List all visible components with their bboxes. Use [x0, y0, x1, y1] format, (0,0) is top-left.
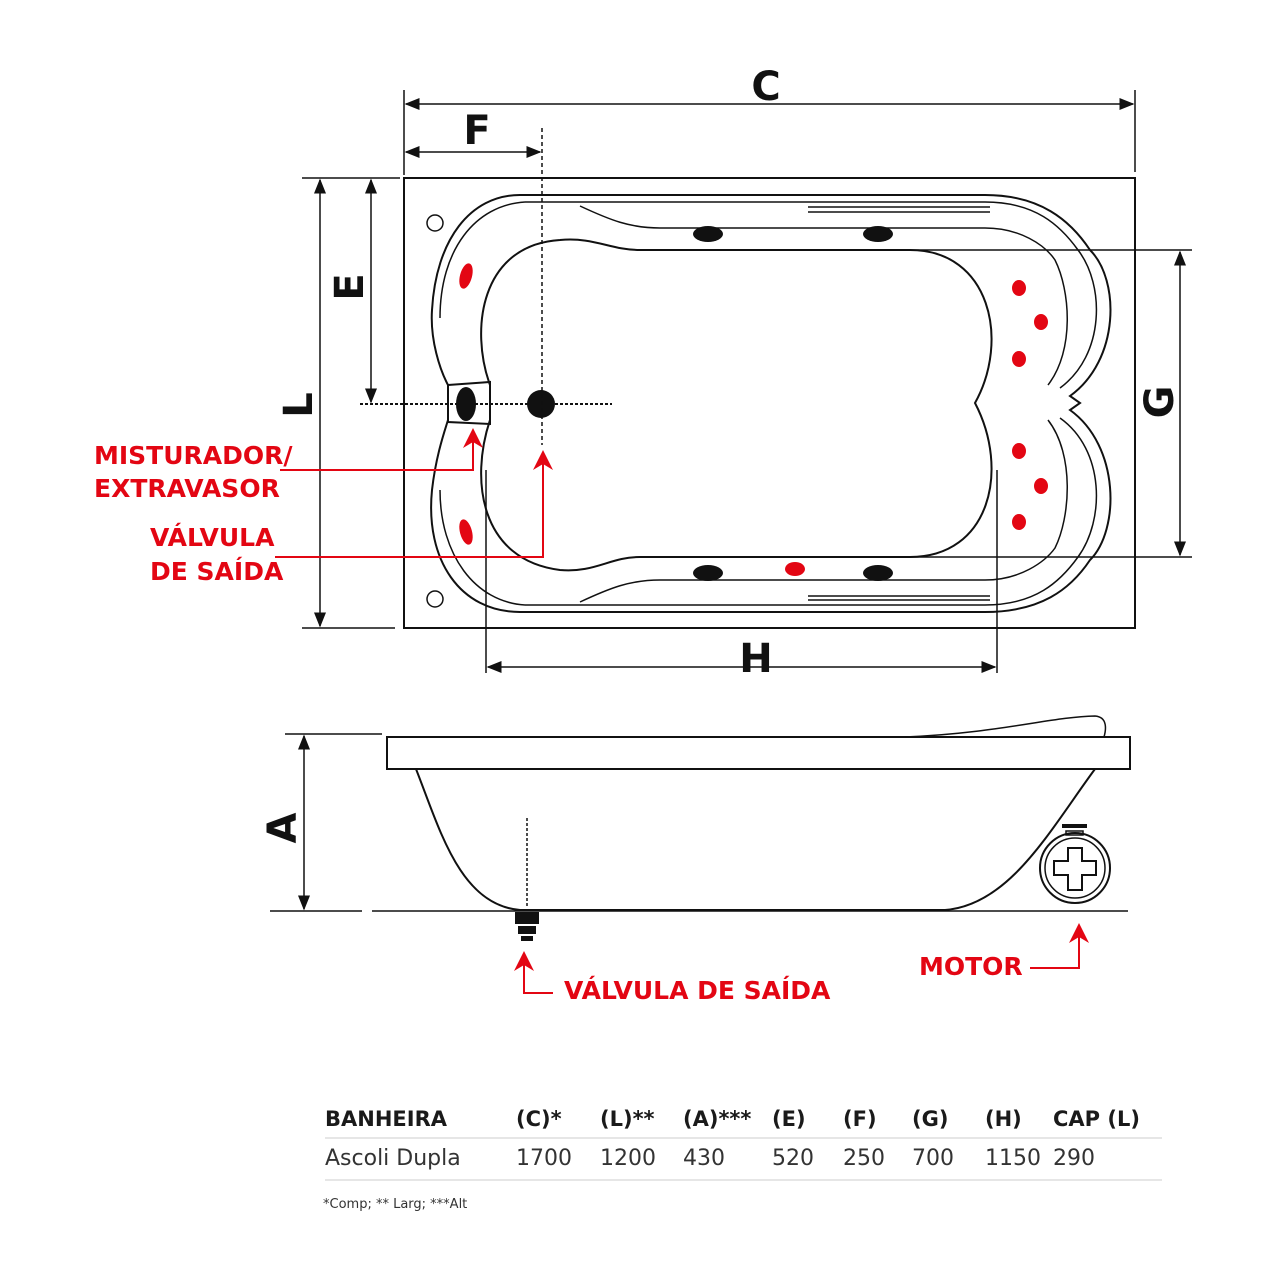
- header-banheira: BANHEIRA: [325, 1107, 448, 1131]
- header-c: (C)*: [516, 1107, 562, 1131]
- header-f: (F): [843, 1107, 877, 1131]
- red-jets: [459, 263, 1048, 576]
- cell-a: 430: [683, 1146, 725, 1171]
- callouts: [275, 428, 1089, 994]
- dimension-h: H: [739, 636, 772, 682]
- cell-f: 250: [843, 1146, 885, 1171]
- cell-l: 1200: [600, 1146, 656, 1171]
- label-valvula-side: VÁLVULA DE SAÍDA: [564, 976, 831, 1005]
- label-motor: MOTOR: [919, 952, 1023, 981]
- table-footnote: *Comp; ** Larg; ***Alt: [323, 1197, 467, 1212]
- cell-model: Ascoli Dupla: [325, 1146, 461, 1171]
- dimension-e: E: [327, 273, 373, 300]
- header-g: (G): [912, 1107, 948, 1131]
- cell-c: 1700: [516, 1146, 572, 1171]
- label-misturador: MISTURADOR/: [94, 441, 293, 470]
- side-view: [270, 715, 1131, 941]
- deck-outline: [403, 177, 1136, 629]
- cell-cap: 290: [1053, 1146, 1095, 1171]
- header-e: (E): [772, 1107, 806, 1131]
- cell-e: 520: [772, 1146, 814, 1171]
- mixer-overflow: [447, 380, 491, 426]
- header-a: (A)***: [683, 1107, 751, 1131]
- label-extravasor: EXTRAVASOR: [94, 474, 280, 503]
- header-l: (L)**: [600, 1107, 655, 1131]
- dimension-lines: [285, 90, 1186, 911]
- mounting-hole: [426, 590, 444, 608]
- dimension-a: A: [260, 812, 306, 843]
- tub-outer-rim: [430, 194, 1112, 613]
- dimension-f: F: [463, 108, 490, 154]
- black-jets: [693, 226, 893, 581]
- spec-table: BANHEIRA (C)* (L)** (A)*** (E) (F) (G) (…: [323, 1107, 1162, 1212]
- top-view: [360, 128, 1192, 673]
- dimension-c: C: [751, 64, 780, 110]
- tub-basin: [480, 238, 993, 572]
- mounting-hole: [426, 214, 444, 232]
- motor-icon: [1039, 824, 1111, 904]
- label-valvula: VÁLVULA: [150, 523, 275, 552]
- header-cap: CAP (L): [1053, 1107, 1140, 1131]
- table-header: BANHEIRA (C)* (L)** (A)*** (E) (F) (G) (…: [325, 1107, 1140, 1131]
- cell-g: 700: [912, 1146, 954, 1171]
- drain-valve-side: [515, 912, 539, 941]
- table-row: Ascoli Dupla 1700 1200 430 520 250 700 1…: [325, 1146, 1095, 1171]
- dimension-g: G: [1137, 386, 1183, 419]
- cell-h: 1150: [985, 1146, 1041, 1171]
- header-h: (H): [985, 1107, 1022, 1131]
- label-de-saida: DE SAÍDA: [150, 557, 284, 586]
- dimension-l: L: [276, 392, 322, 418]
